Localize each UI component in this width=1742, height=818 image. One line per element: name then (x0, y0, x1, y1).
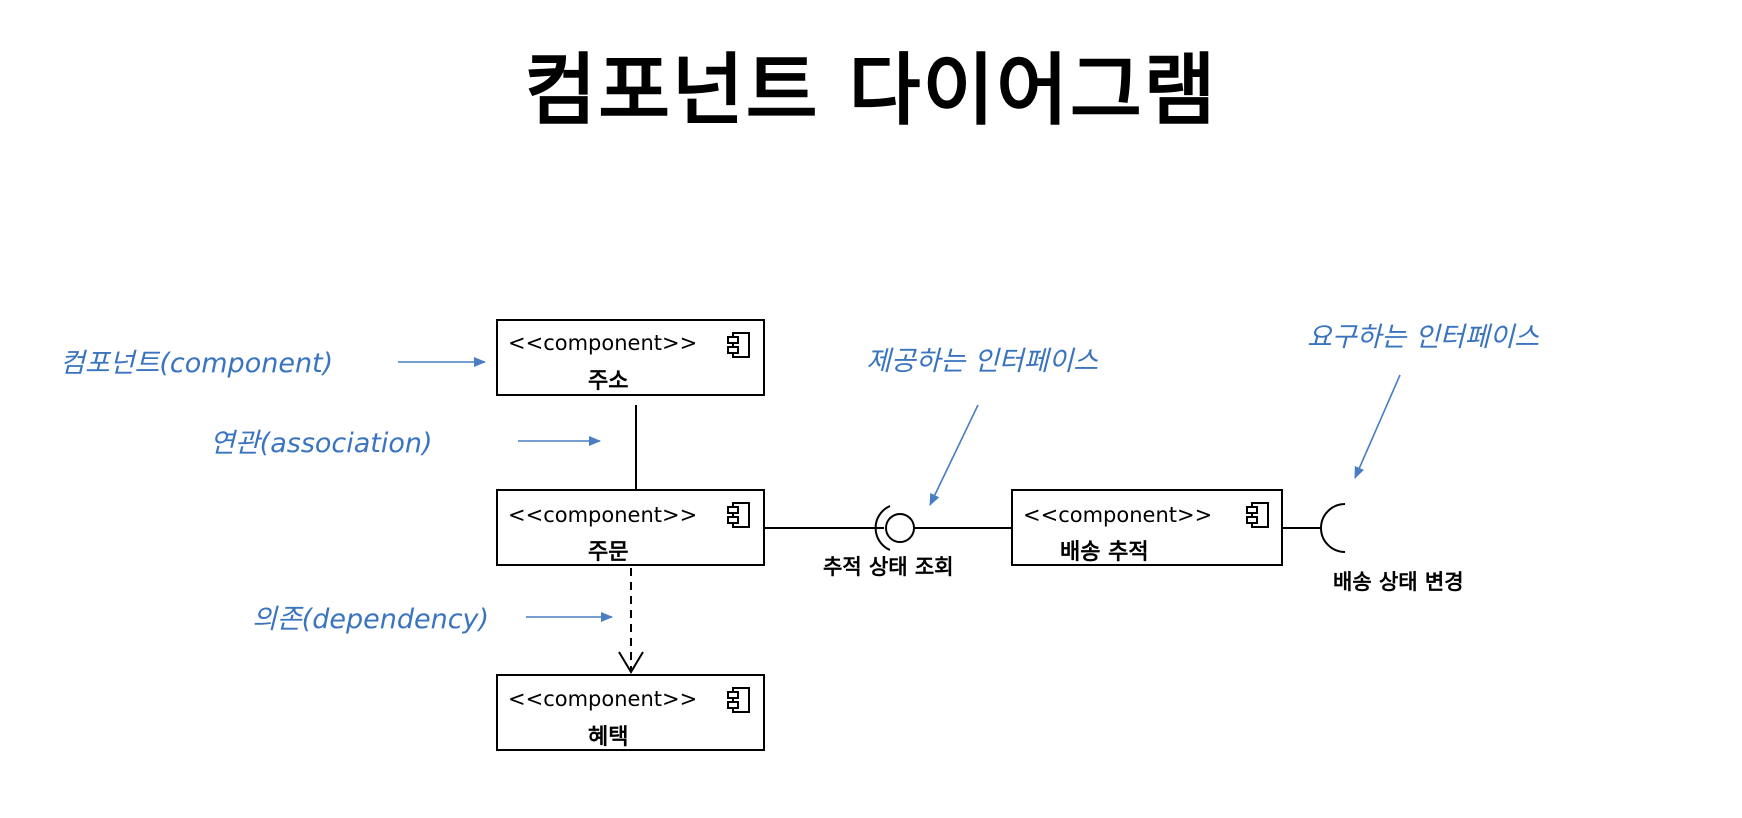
component-icon (1246, 502, 1269, 528)
component-address[interactable]: <<component>> 주소 (496, 319, 765, 396)
annotation-provided-interface: 제공하는 인터페이스 (866, 346, 1098, 506)
address-name: 주소 (588, 369, 628, 394)
component-icon (727, 502, 750, 528)
annotation-component-label: 컴포넌트(component) (60, 348, 333, 379)
component-benefit[interactable]: <<component>> 혜택 (496, 674, 765, 751)
annotation-dependency-label: 의존(dependency) (252, 604, 489, 635)
benefit-name: 혜택 (588, 725, 628, 750)
order-stereotype: <<component>> (508, 503, 697, 527)
provided-interface-name: 추적 상태 조회 (823, 555, 954, 579)
annotation-component: 컴포넌트(component) (60, 348, 486, 379)
component-icon (727, 687, 750, 713)
page-title: 컴포넌트 다이어그램 (524, 46, 1218, 136)
annotation-association: 연관(association) (210, 428, 601, 459)
required-interface-name: 배송 상태 변경 (1333, 570, 1464, 594)
component-order[interactable]: <<component>> 주문 (496, 489, 765, 566)
benefit-stereotype: <<component>> (508, 687, 697, 711)
delivery-tracking-stereotype: <<component>> (1023, 503, 1212, 527)
order-name: 주문 (588, 540, 628, 565)
required-interface[interactable]: 배송 상태 변경 (1282, 503, 1464, 594)
dependency-arrow (618, 568, 644, 674)
annotation-provided-label: 제공하는 인터페이스 (866, 346, 1098, 377)
annotation-dependency: 의존(dependency) (252, 604, 613, 635)
delivery-tracking-name: 배송 추적 (1060, 540, 1149, 565)
provided-interface[interactable]: 추적 상태 조회 (764, 505, 1012, 579)
component-delivery-tracking[interactable]: <<component>> 배송 추적 (1011, 489, 1283, 566)
annotation-required-label: 요구하는 인터페이스 (1307, 322, 1539, 353)
component-icon (727, 332, 750, 358)
annotation-required-interface: 요구하는 인터페이스 (1307, 322, 1539, 479)
address-stereotype: <<component>> (508, 331, 697, 355)
annotation-association-label: 연관(association) (210, 428, 433, 459)
